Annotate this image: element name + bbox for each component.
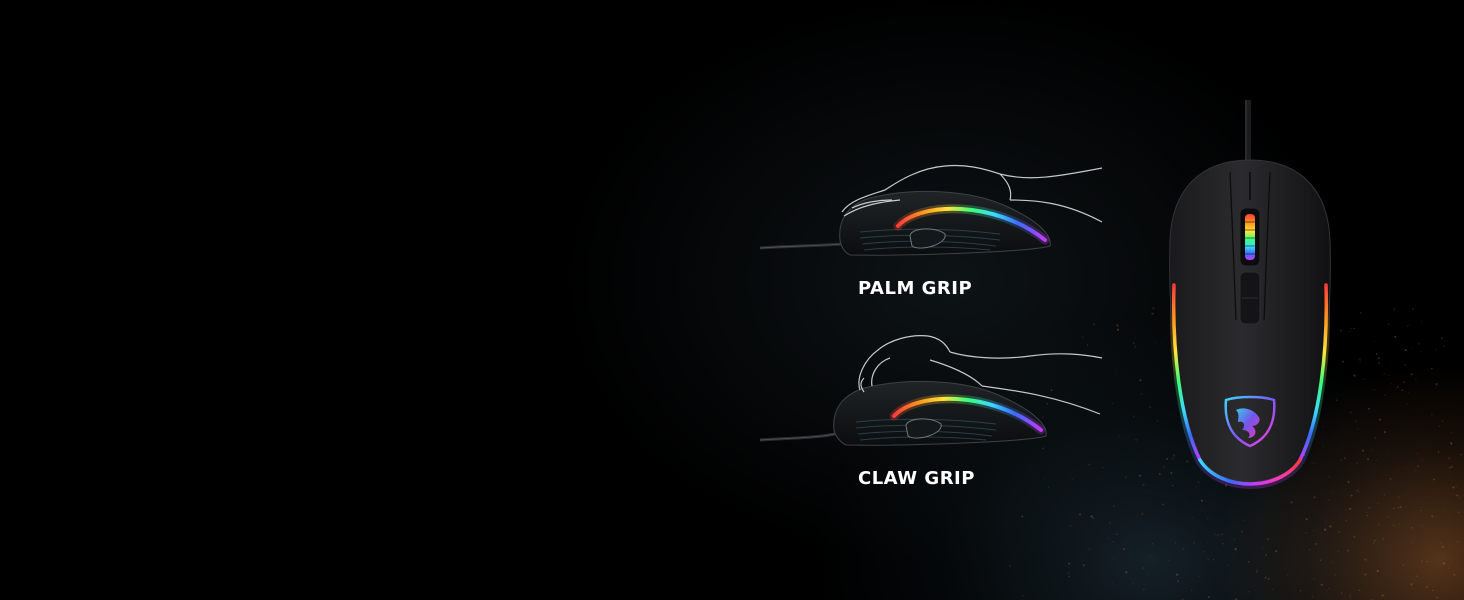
gaming-mouse-top-view [1169,100,1331,489]
claw-grip-illustration [760,335,1103,446]
claw-grip-label: CLAW GRIP [858,468,975,489]
msi-dragon-shield-icon [1224,395,1276,448]
palm-grip-label: PALM GRIP [858,278,973,299]
palm-grip-illustration [760,164,1103,256]
